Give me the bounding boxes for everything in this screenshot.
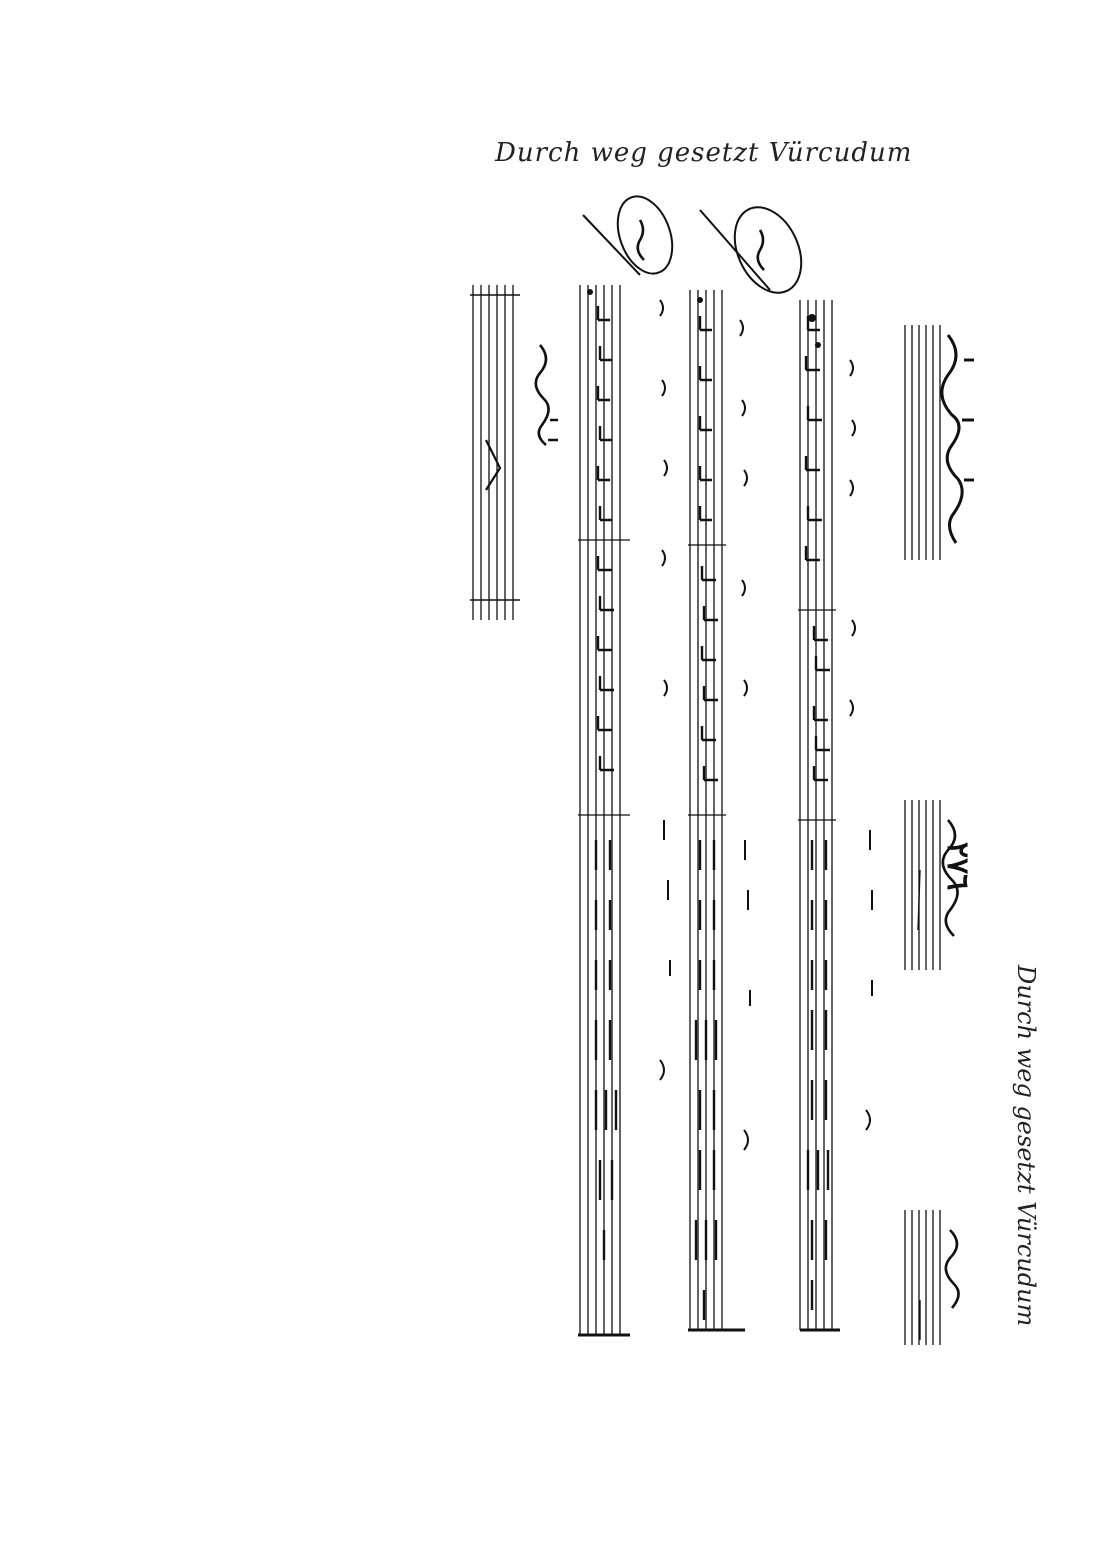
- staff-system-4: [470, 285, 520, 620]
- short-staff-label: [534, 344, 558, 446]
- staff-system-3: [578, 285, 630, 1337]
- header-staff-title: [904, 325, 941, 560]
- staff-system-2: [688, 290, 745, 1332]
- circled-annotation-2: [582, 195, 674, 276]
- header-usul-script: [917, 819, 959, 937]
- header-staff-usul: [904, 800, 941, 970]
- lyric-strokes: [659, 299, 873, 1151]
- top-caption: Durch weg gesetzt Vürcudum: [495, 138, 913, 168]
- notes-system-3: [594, 306, 618, 1260]
- header-staff-composer: [904, 1210, 941, 1345]
- header-title-script: [940, 334, 974, 544]
- notes-system-1: [804, 316, 830, 1310]
- treble-mark: [587, 289, 821, 348]
- notes-system-2: [694, 316, 718, 1320]
- header-composer-script: [919, 1229, 960, 1340]
- staff-system-1: [798, 300, 840, 1332]
- circled-annotation-1: [699, 206, 803, 294]
